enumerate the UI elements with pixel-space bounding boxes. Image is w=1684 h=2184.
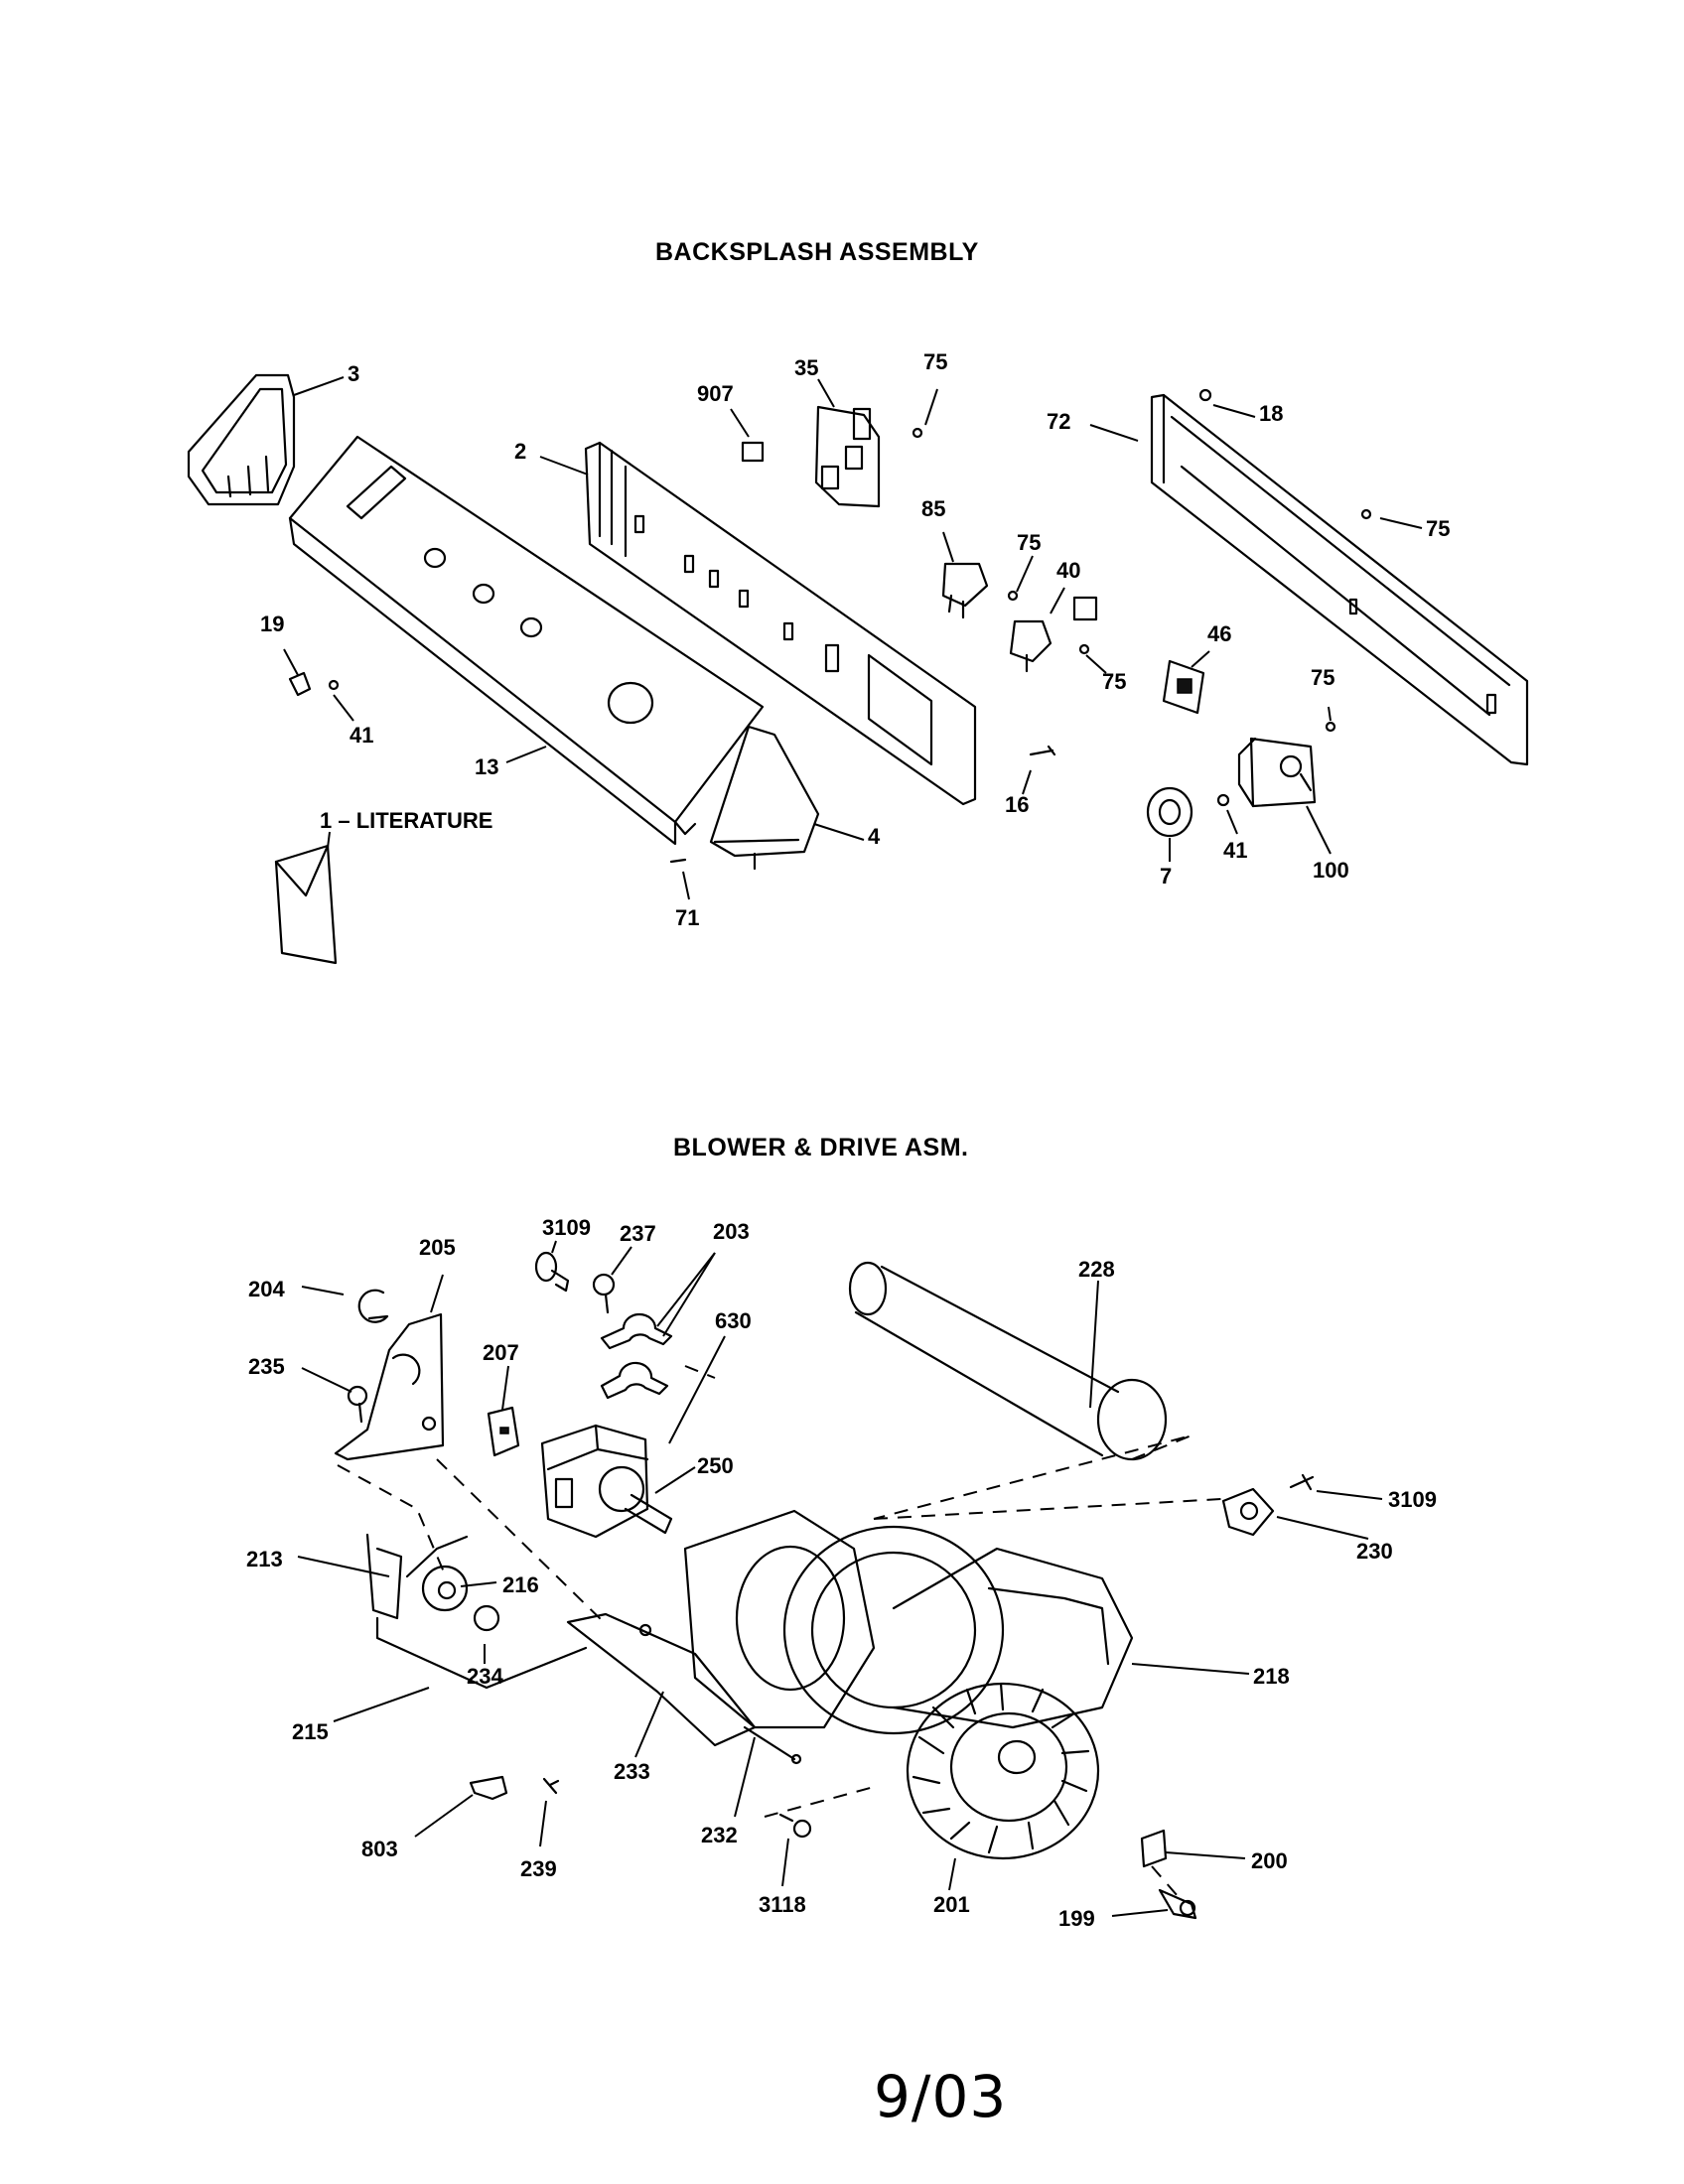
part-72-rear-panel xyxy=(1150,393,1529,766)
part-4-end-cap xyxy=(709,725,820,871)
callout-213: 213 xyxy=(246,1547,283,1571)
part-237-screw xyxy=(592,1273,616,1314)
callout-19: 19 xyxy=(260,612,284,636)
callout-75: 75 xyxy=(1017,530,1041,555)
part-200-199-hardware xyxy=(1140,1829,1197,1920)
part-201-blower-wheel xyxy=(906,1682,1100,1860)
callout-630: 630 xyxy=(715,1308,752,1333)
callout-4: 4 xyxy=(868,824,881,849)
part-235-screw xyxy=(347,1385,368,1424)
part-803-clip xyxy=(469,1775,508,1801)
section-title-blower: BLOWER & DRIVE ASM. xyxy=(673,1134,969,1161)
callout-201: 201 xyxy=(933,1892,970,1917)
blower-dash-lines xyxy=(337,1365,1222,1897)
callout-234: 234 xyxy=(467,1664,503,1689)
part-204-clip xyxy=(357,1289,389,1323)
callout-1-literature: 1 – LITERATURE xyxy=(320,808,492,833)
callout-41: 41 xyxy=(350,723,373,748)
callout-75: 75 xyxy=(1102,669,1126,694)
callout-75: 75 xyxy=(923,349,947,374)
part-35-terminal-block xyxy=(814,405,881,508)
callout-71: 71 xyxy=(675,905,699,930)
callout-3118: 3118 xyxy=(759,1892,806,1917)
part-3118-bolt xyxy=(778,1813,812,1839)
callout-203: 203 xyxy=(713,1219,750,1244)
callout-75: 75 xyxy=(1426,516,1450,541)
part-230-fitting xyxy=(1221,1473,1315,1537)
part-207-switch xyxy=(487,1406,520,1457)
callout-199: 199 xyxy=(1058,1906,1095,1931)
part-3109-bolt xyxy=(534,1251,570,1293)
part-233-mount-plate xyxy=(566,1612,757,1747)
part-205-bracket xyxy=(334,1312,445,1461)
callout-204: 204 xyxy=(248,1277,285,1301)
callout-233: 233 xyxy=(614,1759,650,1784)
part-7-knob xyxy=(1146,786,1193,838)
backsplash-assembly-drawing: 3 2 907 35 75 72 18 75 85 75 40 75 46 19… xyxy=(187,349,1529,965)
blower-assembly-drawing: 204 205 3109 237 203 630 228 235 207 250… xyxy=(246,1215,1437,1931)
callout-100: 100 xyxy=(1313,858,1349,883)
part-228-duct xyxy=(848,1261,1193,1520)
small-hardware xyxy=(288,388,1372,864)
callout-72: 72 xyxy=(1047,409,1070,434)
callout-215: 215 xyxy=(292,1719,329,1744)
callout-85: 85 xyxy=(921,496,945,521)
part-218-blower-housing xyxy=(683,1509,1134,1735)
callout-907: 907 xyxy=(697,381,734,406)
part-203-clamps xyxy=(600,1312,673,1400)
part-1-literature xyxy=(274,844,338,965)
callout-3109: 3109 xyxy=(1388,1487,1437,1512)
part-13-control-panel xyxy=(288,435,765,846)
blower-callouts: 204 205 3109 237 203 630 228 235 207 250… xyxy=(246,1215,1437,1931)
callout-205: 205 xyxy=(419,1235,456,1260)
page-date-footer: 9/03 xyxy=(874,2063,1008,2130)
part-3-end-cap xyxy=(187,373,296,506)
section-title-backsplash: BACKSPLASH ASSEMBLY xyxy=(655,238,979,266)
part-85-switch xyxy=(941,562,989,619)
part-630-motor xyxy=(540,1424,673,1539)
part-100-timer xyxy=(1237,737,1317,808)
backsplash-callouts: 3 2 907 35 75 72 18 75 85 75 40 75 46 19… xyxy=(260,349,1450,930)
callout-218: 218 xyxy=(1253,1664,1290,1689)
callout-13: 13 xyxy=(475,754,498,779)
callout-46: 46 xyxy=(1207,621,1231,646)
callout-803: 803 xyxy=(361,1837,398,1861)
callout-16: 16 xyxy=(1005,792,1029,817)
blower-leader-lines xyxy=(297,1240,1383,1917)
part-46-module xyxy=(1162,659,1205,715)
callout-3: 3 xyxy=(348,361,359,386)
callout-200: 200 xyxy=(1251,1848,1288,1873)
part-907-connector xyxy=(741,441,765,463)
callout-230: 230 xyxy=(1356,1539,1393,1564)
callout-2: 2 xyxy=(514,439,526,464)
part-2-panel-frame xyxy=(584,441,977,806)
callout-7: 7 xyxy=(1160,864,1172,888)
callout-239: 239 xyxy=(520,1856,557,1881)
callout-250: 250 xyxy=(697,1453,734,1478)
callout-228: 228 xyxy=(1078,1257,1115,1282)
part-232-rod xyxy=(743,1725,802,1765)
callout-18: 18 xyxy=(1259,401,1283,426)
part-213-216-idler xyxy=(365,1533,588,1690)
callout-75: 75 xyxy=(1311,665,1334,690)
part-239-screw xyxy=(542,1777,560,1795)
callout-235: 235 xyxy=(248,1354,285,1379)
backsplash-leader-lines xyxy=(283,376,1423,900)
part-40-switch xyxy=(1009,596,1098,673)
callout-3109: 3109 xyxy=(542,1215,591,1240)
callout-207: 207 xyxy=(483,1340,519,1365)
callout-40: 40 xyxy=(1056,558,1080,583)
callout-216: 216 xyxy=(502,1572,539,1597)
callout-35: 35 xyxy=(794,355,818,380)
callout-237: 237 xyxy=(620,1221,656,1246)
callout-41: 41 xyxy=(1223,838,1247,863)
callout-232: 232 xyxy=(701,1823,738,1847)
